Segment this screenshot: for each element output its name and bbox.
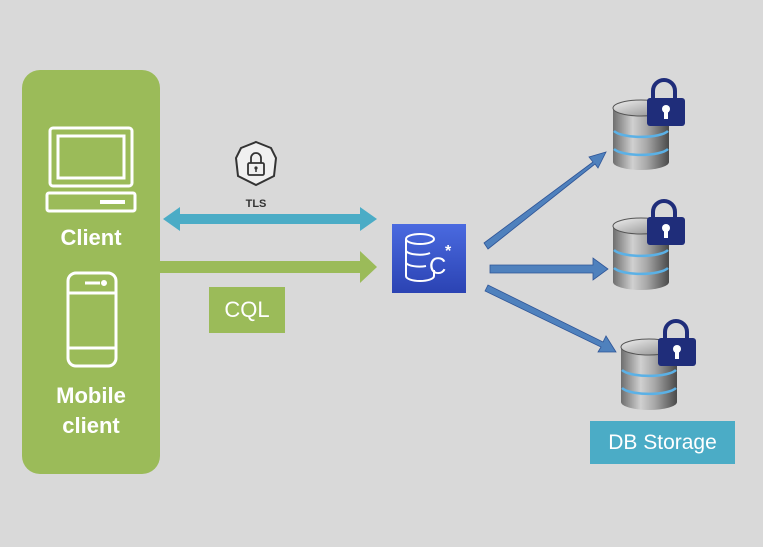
cql-arrow bbox=[160, 251, 377, 283]
arrow-to-db-1 bbox=[483, 151, 607, 250]
laptop-icon bbox=[45, 126, 137, 213]
arrow-to-db-2 bbox=[489, 257, 609, 281]
lock-icon bbox=[647, 78, 685, 126]
client-label: Client bbox=[60, 225, 122, 250]
tls-label: TLS bbox=[245, 198, 267, 210]
cassandra-database-icon: C * bbox=[392, 224, 466, 293]
db-storage-label: DB Storage bbox=[590, 421, 735, 464]
mobile-phone-icon bbox=[66, 271, 118, 368]
lock-icon bbox=[647, 199, 685, 245]
tls-double-arrow bbox=[163, 207, 377, 231]
svg-text:C: C bbox=[429, 253, 446, 280]
arrow-to-db-3 bbox=[484, 284, 617, 353]
lock-icon bbox=[658, 319, 696, 366]
shield-lock-icon bbox=[234, 140, 278, 187]
storage-arrows bbox=[483, 151, 617, 353]
encrypted-db-icon bbox=[612, 78, 685, 170]
cql-label: CQL bbox=[209, 287, 285, 333]
svg-text:*: * bbox=[445, 243, 452, 260]
encrypted-db-icon bbox=[620, 319, 696, 410]
encrypted-db-icon bbox=[612, 199, 685, 290]
